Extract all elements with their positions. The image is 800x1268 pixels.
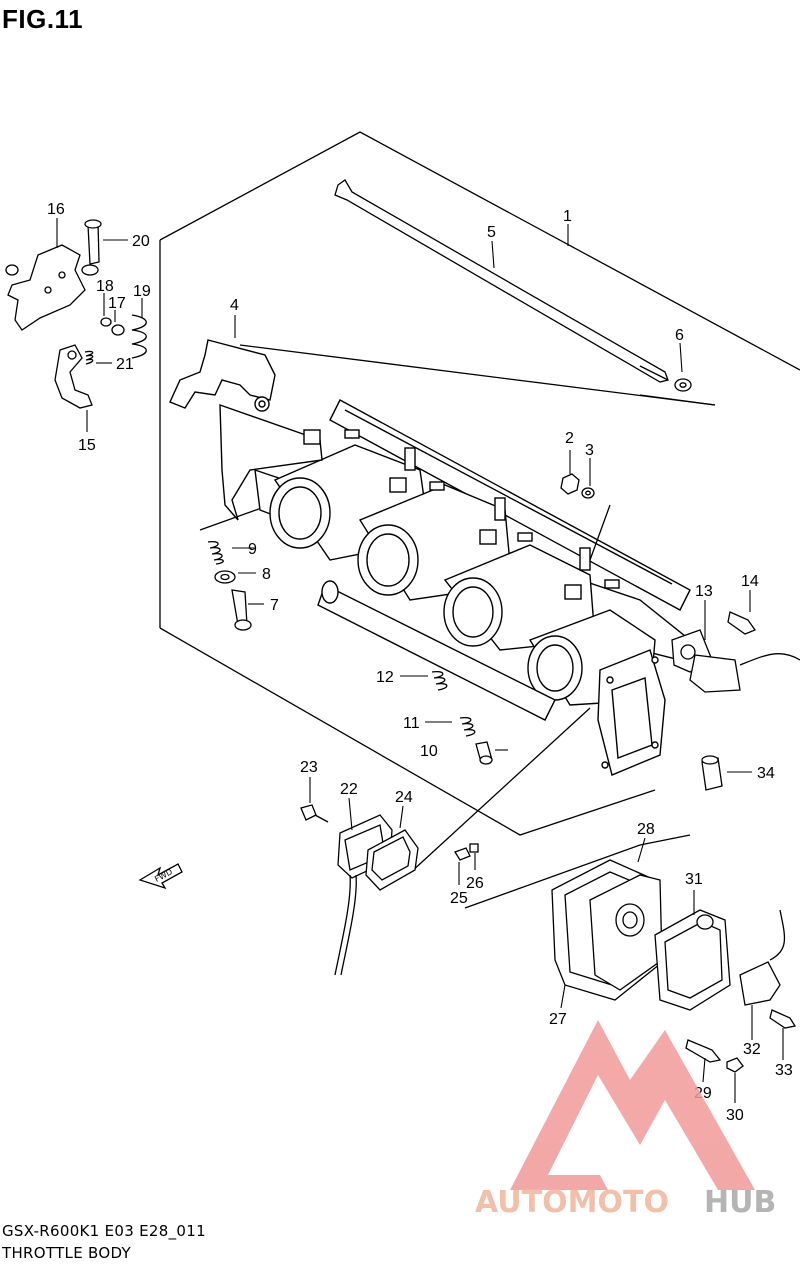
figure-title: FIG.11 xyxy=(2,4,84,34)
callout-16: 16 xyxy=(47,201,65,218)
callout-13: 13 xyxy=(695,583,713,600)
parts-22-23-24 xyxy=(300,804,419,976)
callout-8: 8 xyxy=(262,566,271,583)
screw-25-26 xyxy=(454,843,479,861)
callout-27: 27 xyxy=(549,1011,567,1028)
callout-33: 33 xyxy=(775,1062,793,1079)
parts-27-33 xyxy=(551,859,797,1073)
callout-22: 22 xyxy=(340,781,358,798)
watermark-logo-icon xyxy=(510,1020,755,1190)
callout-32: 32 xyxy=(743,1041,761,1058)
callout-19: 19 xyxy=(133,283,151,300)
callout-30: 30 xyxy=(726,1107,744,1124)
callout-2: 2 xyxy=(565,430,574,447)
nut-washer-2-3 xyxy=(560,473,611,561)
callout-15: 15 xyxy=(78,437,96,454)
throttle-bracket xyxy=(169,339,323,521)
callout-3: 3 xyxy=(585,442,594,459)
screw-spring-7-8-9 xyxy=(207,540,252,631)
callout-10: 10 xyxy=(420,743,438,760)
callout-12: 12 xyxy=(376,669,394,686)
leader-lines xyxy=(56,218,784,1103)
watermark-text-part1: AUTOMOTO xyxy=(475,1185,669,1220)
callout-28: 28 xyxy=(637,821,655,838)
assembly-outline xyxy=(159,131,800,909)
callout-18: 18 xyxy=(96,278,114,295)
callout-11: 11 xyxy=(403,715,420,732)
callout-34: 34 xyxy=(757,765,775,782)
sensor-13-14 xyxy=(671,611,800,693)
callout-23: 23 xyxy=(300,759,318,776)
callout-1: 1 xyxy=(563,208,572,225)
callout-9: 9 xyxy=(248,541,257,558)
screw-springs-10-11-12 xyxy=(431,670,493,765)
callout-17: 17 xyxy=(108,295,126,312)
rod-part-5 xyxy=(334,179,692,392)
callout-labels: 1 2 3 4 5 6 7 8 9 10 11 12 13 14 15 16 1… xyxy=(47,201,793,1124)
linkage-parts-15-21 xyxy=(5,219,147,409)
automotohub-watermark: AUTOMOTO HUB xyxy=(475,1020,776,1220)
watermark-text-part2: HUB xyxy=(704,1185,776,1220)
callout-6: 6 xyxy=(675,327,684,344)
callout-31: 31 xyxy=(685,871,703,888)
callout-4: 4 xyxy=(230,297,239,314)
callout-21: 21 xyxy=(116,356,134,373)
callout-26: 26 xyxy=(466,875,484,892)
callout-25: 25 xyxy=(450,890,468,907)
diagram-title: THROTTLE BODY xyxy=(2,1244,131,1262)
callout-24: 24 xyxy=(395,789,413,806)
callout-7: 7 xyxy=(270,597,279,614)
model-code: GSX-R600K1 E03 E28_011 xyxy=(2,1222,206,1240)
callout-5: 5 xyxy=(487,224,496,241)
forward-direction-arrow: FWD xyxy=(138,863,183,890)
callout-20: 20 xyxy=(132,233,150,250)
sleeve-34 xyxy=(701,755,723,791)
callout-14: 14 xyxy=(741,573,759,590)
